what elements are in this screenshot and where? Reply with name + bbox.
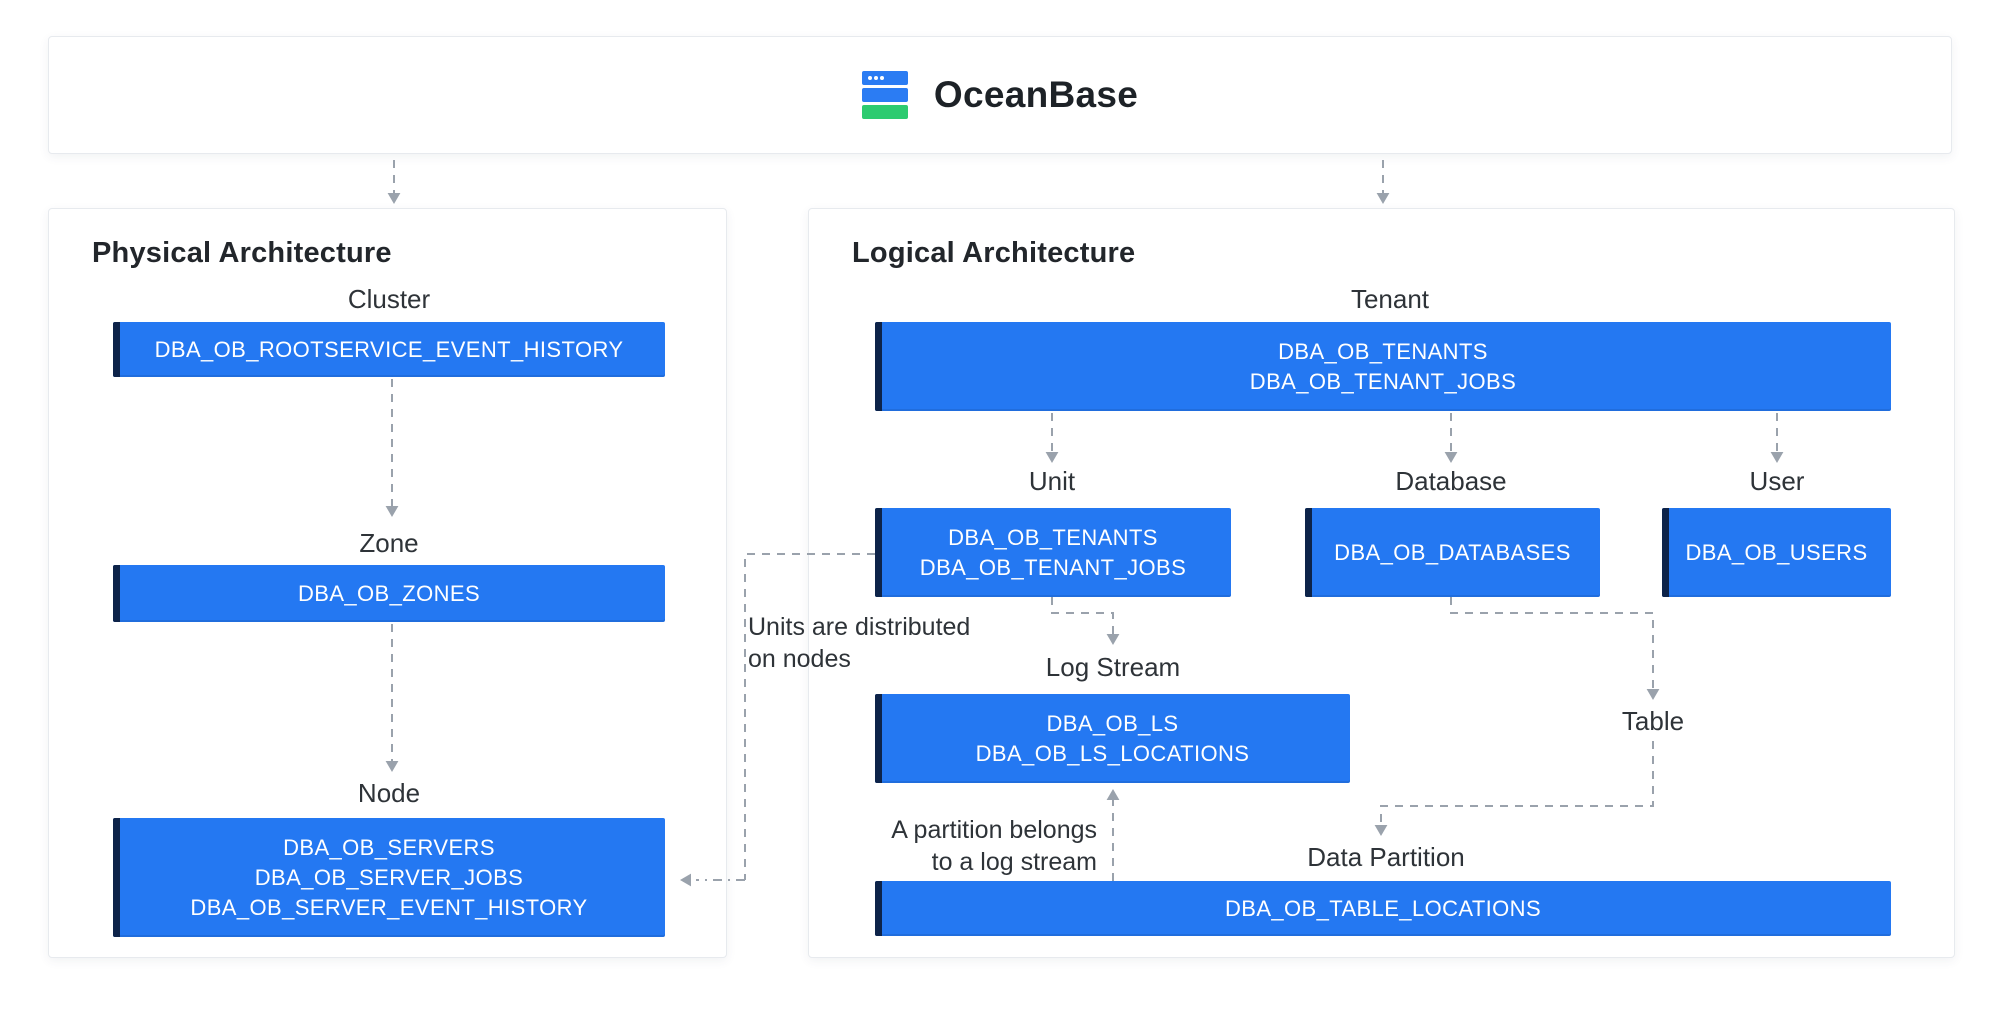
logical-panel-title: Logical Architecture [852, 237, 1136, 269]
brand: OceanBase [861, 70, 1139, 120]
database-views-box: DBA_OB_DATABASES [1305, 508, 1600, 597]
arrowhead-down-physical [387, 193, 401, 204]
view-name: DBA_OB_ROOTSERVICE_EVENT_HISTORY [154, 336, 624, 362]
level-label-unit: Unit [1028, 466, 1076, 496]
note-line: to a log stream [931, 848, 1097, 876]
level-label-node: Node [357, 778, 421, 808]
level-label-data-partition: Data Partition [1307, 842, 1465, 872]
user-views-box: DBA_OB_USERS [1662, 508, 1891, 597]
cluster-views-box: DBA_OB_ROOTSERVICE_EVENT_HISTORY [113, 322, 665, 377]
view-name: DBA_OB_LS_LOCATIONS [975, 740, 1250, 766]
physical-panel-title: Physical Architecture [92, 237, 392, 269]
oceanbase-logo-icon [861, 70, 908, 120]
level-label-table: Table [1621, 706, 1685, 736]
table-locations-views-box: DBA_OB_TABLE_LOCATIONS [875, 881, 1891, 936]
unit-views-box: DBA_OB_TENANTS DBA_OB_TENANT_JOBS [875, 508, 1231, 597]
level-label-zone: Zone [359, 528, 419, 558]
brand-name: OceanBase [933, 74, 1139, 115]
view-name: DBA_OB_TENANTS [1278, 338, 1488, 364]
level-label-database: Database [1395, 466, 1507, 496]
view-name: DBA_OB_LS [1046, 710, 1179, 736]
view-name: DBA_OB_SERVER_JOBS [254, 864, 524, 890]
log-stream-views-box: DBA_OB_LS DBA_OB_LS_LOCATIONS [875, 694, 1350, 783]
view-name: DBA_OB_SERVERS [283, 834, 495, 860]
view-name: DBA_OB_TENANTS [948, 524, 1158, 550]
view-name: DBA_OB_SERVER_EVENT_HISTORY [190, 894, 588, 920]
view-name: DBA_OB_USERS [1685, 539, 1868, 565]
view-name: DBA_OB_TENANT_JOBS [919, 554, 1187, 580]
level-label-user: User [1749, 466, 1805, 496]
note-line: on nodes [748, 645, 851, 673]
view-name: DBA_OB_TABLE_LOCATIONS [1224, 895, 1542, 921]
view-name: DBA_OB_DATABASES [1334, 539, 1571, 565]
zone-views-box: DBA_OB_ZONES [113, 565, 665, 622]
view-name: DBA_OB_TENANT_JOBS [1249, 368, 1517, 394]
view-name: DBA_OB_ZONES [297, 580, 481, 606]
header-card: OceanBase [48, 36, 1952, 154]
partition-belongs-note: A partition belongs to a log stream [891, 814, 1097, 878]
logo-dots [867, 75, 872, 80]
note-line: A partition belongs [891, 816, 1097, 844]
level-label-tenant: Tenant [1350, 284, 1430, 314]
level-label-cluster: Cluster [347, 284, 431, 314]
tenant-views-box: DBA_OB_TENANTS DBA_OB_TENANT_JOBS [875, 322, 1891, 411]
logo-row-top [861, 70, 908, 85]
note-line: Units are distributed [748, 613, 971, 641]
units-distributed-note: Units are distributed on nodes [748, 611, 970, 675]
logo-row-middle [861, 87, 908, 103]
arrowhead-down-logical [1376, 193, 1390, 204]
logo-row-bottom [861, 105, 908, 120]
level-label-log-stream: Log Stream [1045, 652, 1181, 682]
node-views-box: DBA_OB_SERVERS DBA_OB_SERVER_JOBS DBA_OB… [113, 818, 665, 937]
